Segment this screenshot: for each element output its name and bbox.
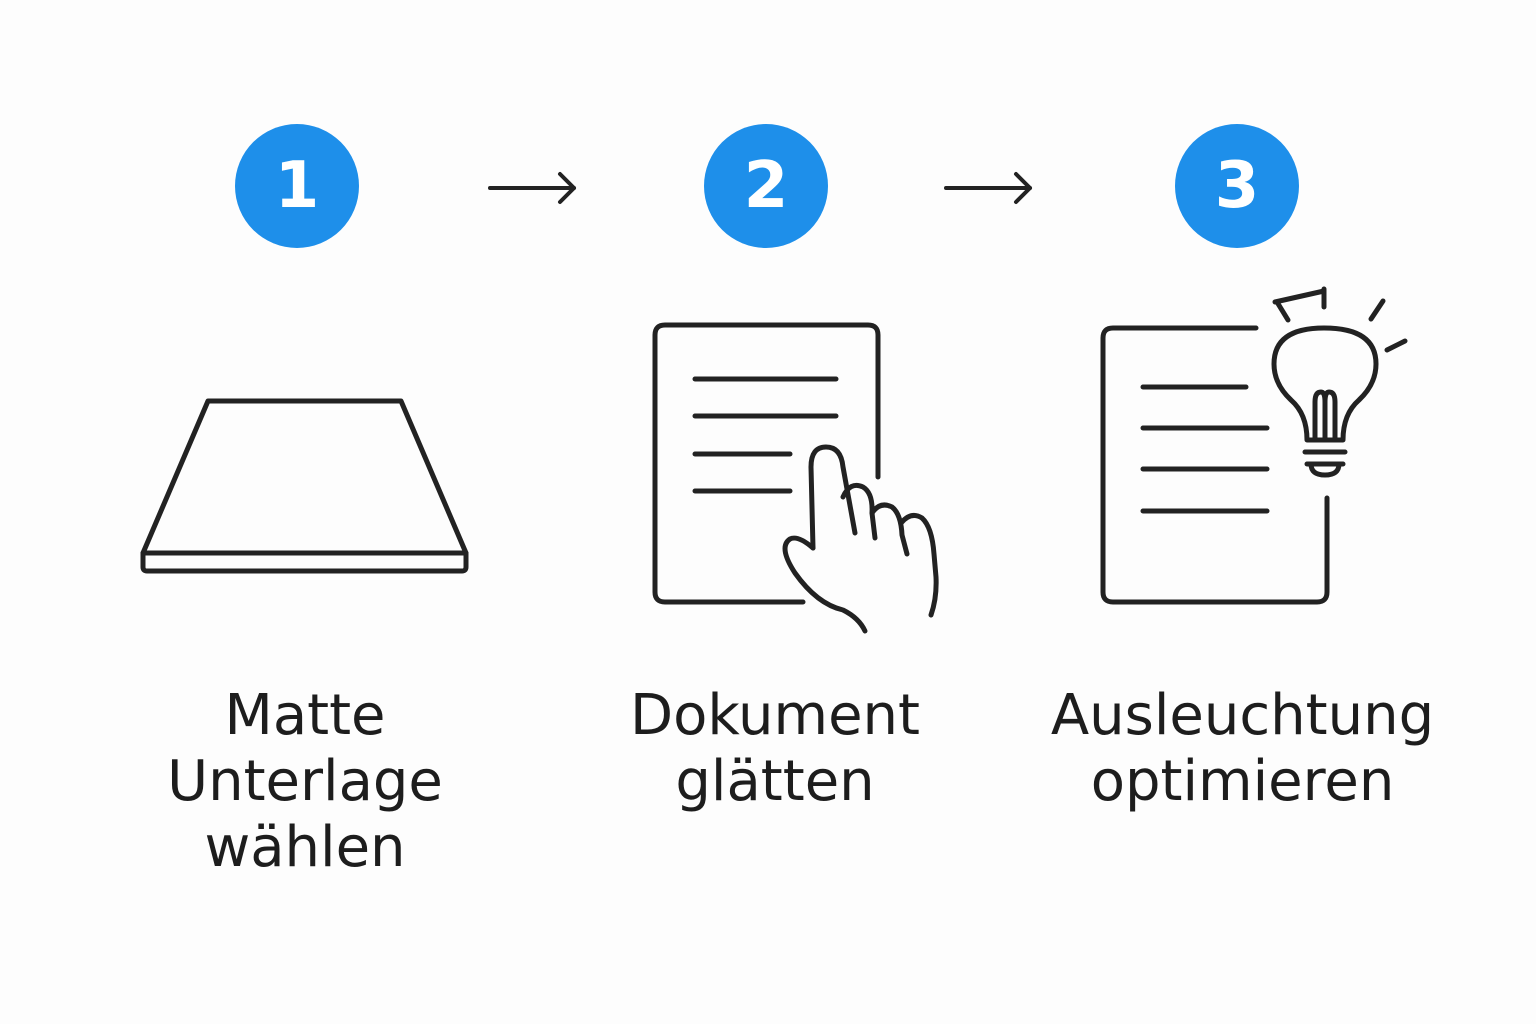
- step-1-label: Matte Unterlage wählen: [150, 683, 460, 881]
- step-2-label: Dokument glätten: [610, 683, 940, 815]
- arrow-right-icon: [488, 172, 576, 204]
- step-1-badge: 1: [235, 124, 359, 248]
- step-3-number: 3: [1214, 149, 1260, 223]
- step-1-label-line: Unterlage: [167, 749, 443, 814]
- step-3-label: Ausleuchtung optimieren: [1040, 683, 1445, 815]
- step-3-label-line: optimieren: [1090, 749, 1395, 814]
- step-2-number: 2: [743, 149, 789, 223]
- step-3-label-line: Ausleuchtung: [1050, 683, 1435, 748]
- arrow-right-icon: [944, 172, 1032, 204]
- step-2-label-line: glätten: [675, 749, 875, 814]
- mat-icon: [140, 398, 469, 574]
- step-1-label-line: wählen: [204, 815, 406, 880]
- document-hand-icon: [652, 322, 939, 634]
- step-2-label-line: Dokument: [629, 683, 921, 748]
- step-1-number: 1: [274, 149, 320, 223]
- document-lightbulb-icon: [1100, 286, 1408, 605]
- step-3-badge: 3: [1175, 124, 1299, 248]
- step-1-label-line: Matte: [224, 683, 386, 748]
- step-2-badge: 2: [704, 124, 828, 248]
